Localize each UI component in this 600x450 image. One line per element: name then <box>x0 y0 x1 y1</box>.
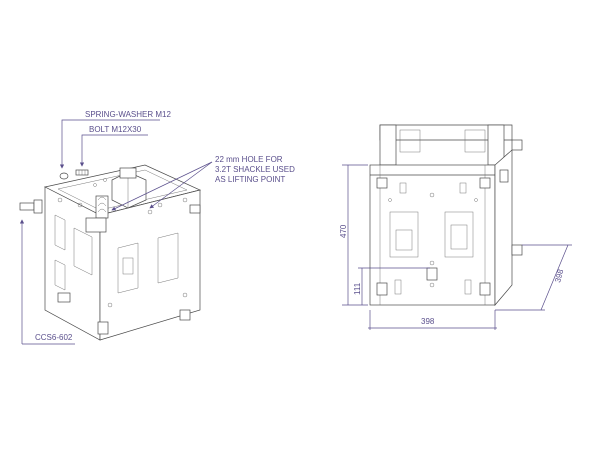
bolt-label: BOLT M12X30 <box>89 125 142 134</box>
width-value: 398 <box>421 317 435 326</box>
lifting-hole-callout: 22 mm HOLE FOR 3.2T SHACKLE USED AS LIFT… <box>111 155 295 211</box>
spring-washer-label: SPRING-WASHER M12 <box>85 110 171 119</box>
part-code-label: CCS6-602 <box>35 333 73 342</box>
dimension-width: 398 <box>368 310 497 330</box>
hole-label-line2: 3.2T SHACKLE USED <box>215 165 295 174</box>
bolt-and-washer <box>59 169 89 180</box>
hole-label-line1: 22 mm HOLE FOR <box>215 155 283 164</box>
dimension-pin-height: 111 <box>353 267 430 305</box>
spring-washer-callout: SPRING-WASHER M12 <box>59 110 171 169</box>
lifting-shackle <box>85 195 109 233</box>
bolt-callout: BOLT M12X30 <box>79 125 148 167</box>
part-code-callout: CCS6-602 <box>19 219 75 345</box>
dimension-height: 470 <box>339 164 368 306</box>
isometric-corner-block <box>19 164 202 341</box>
depth-value: 398 <box>553 268 565 284</box>
top-center-tower <box>111 167 147 209</box>
elevation-view <box>369 124 523 306</box>
hole-label-line3: AS LIFTING POINT <box>215 175 285 184</box>
elevation-pins <box>376 139 523 296</box>
dimension-depth: 398 <box>495 244 572 311</box>
height-value: 470 <box>339 224 348 238</box>
pin-height-value: 111 <box>353 282 362 295</box>
connection-pins <box>19 199 201 335</box>
